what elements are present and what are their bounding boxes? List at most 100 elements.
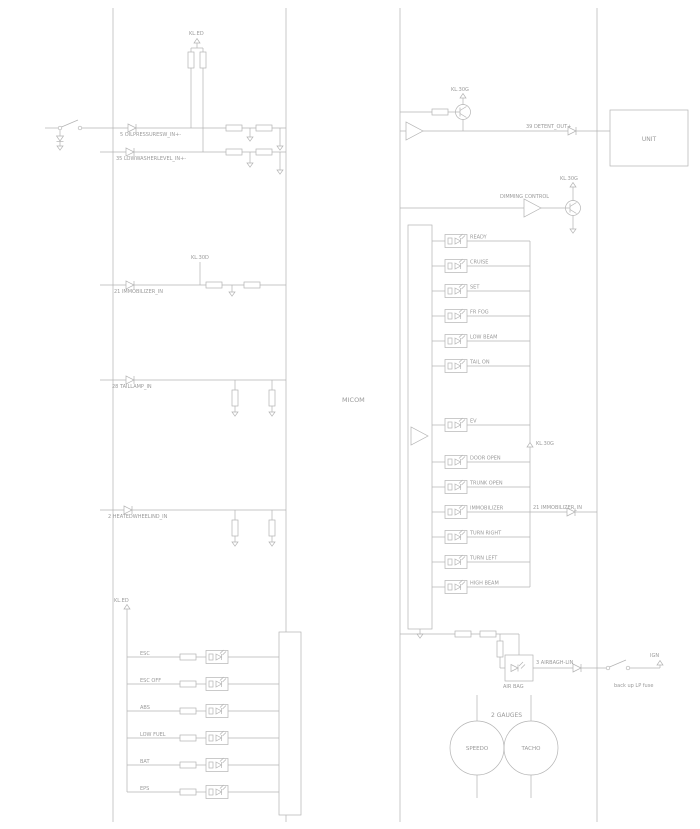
warning-label: BAT <box>140 759 150 765</box>
diode-icon <box>572 663 582 673</box>
resistor-icon <box>187 51 195 69</box>
warning-row <box>127 757 279 772</box>
indicator-label: TURN LEFT <box>469 556 498 562</box>
led-icon <box>444 529 468 544</box>
resistor-icon <box>255 148 273 156</box>
oil-pressure-row <box>45 119 286 151</box>
supply-arrow-icon <box>459 93 467 99</box>
indicator-label: EV <box>470 419 477 425</box>
led-icon <box>444 308 468 323</box>
ground-icon <box>231 541 239 547</box>
ground-icon <box>268 411 276 417</box>
warning-label: ESC OFF <box>140 678 161 684</box>
ground-icon <box>268 541 276 547</box>
resistor-icon <box>255 124 273 132</box>
resistor-icon <box>231 519 239 537</box>
resistor-icon <box>431 108 449 116</box>
led-icon <box>444 554 468 569</box>
indicator-label: TURN RIGHT <box>469 531 502 537</box>
led-icon <box>205 784 229 799</box>
indicator-label: SET <box>470 285 480 291</box>
micom-port-column <box>407 224 433 639</box>
indicator-label: FR FOG <box>470 310 489 316</box>
micom-label: MICOM <box>342 396 365 404</box>
resistor-icon <box>268 389 276 407</box>
diode-icon <box>125 375 135 385</box>
diode-icon <box>125 280 135 290</box>
diode-icon <box>127 123 137 133</box>
led-icon <box>444 417 468 432</box>
switch-icon <box>57 119 83 131</box>
kl-30d-label: KL.30D <box>191 255 209 261</box>
ground-icon <box>569 228 577 234</box>
supply-arrow-icon <box>526 442 534 448</box>
indicator-label: TAIL ON <box>469 360 490 366</box>
warning-row <box>127 676 279 691</box>
resistor-icon <box>243 281 261 289</box>
led-icon <box>205 703 229 718</box>
indicator-row <box>432 579 530 594</box>
airbag-name-label: AIR BAG <box>503 684 524 690</box>
indicator-row <box>432 454 530 469</box>
resistor-icon <box>496 640 504 658</box>
led-icon <box>205 757 229 772</box>
led-icon <box>205 649 229 664</box>
ground-icon <box>246 136 254 142</box>
diode-icon <box>55 135 65 142</box>
led-icon <box>444 333 468 348</box>
resistor-icon <box>179 653 197 661</box>
heated-wheel-label: 2 HEATEDWHEELIND_IN <box>108 514 168 520</box>
unit-box <box>609 109 689 167</box>
ground-icon <box>276 169 284 175</box>
top-pullup-block <box>187 38 207 152</box>
resistor-icon <box>199 51 207 69</box>
indicator-row <box>432 283 530 298</box>
ignition-switch-icon <box>605 659 631 671</box>
washer-level-label: 35 LOWWASHERLEVEL_IN+- <box>116 156 186 162</box>
warning-label: ESC <box>140 651 150 657</box>
washer-level-row <box>100 147 286 175</box>
resistor-icon <box>231 389 239 407</box>
ign-label: IGN <box>650 653 659 659</box>
indicator-row <box>432 308 530 323</box>
warning-row <box>127 703 279 718</box>
resistor-icon <box>268 519 276 537</box>
diode-icon <box>125 147 135 157</box>
airbag-led-box <box>504 654 534 682</box>
supply-arrow-icon <box>123 604 131 610</box>
transistor-icon <box>455 104 471 120</box>
right-bus-lines <box>399 8 598 822</box>
warning-row <box>127 730 279 745</box>
detent-out-block <box>400 93 689 167</box>
indicator-row <box>432 333 530 348</box>
resistor-icon <box>225 148 243 156</box>
airbag-block <box>400 630 664 682</box>
immobilizer-in-row <box>100 262 286 297</box>
dimming-control-block <box>400 182 581 234</box>
indicator-label: IMMOBILIZER <box>470 506 504 512</box>
unit-label: UNIT <box>642 136 657 143</box>
taillamp-label: 28 TAILLAMP_IN <box>112 384 152 390</box>
ground-icon <box>416 633 424 639</box>
resistor-icon <box>205 281 223 289</box>
indicator-row <box>432 504 530 519</box>
led-icon <box>205 730 229 745</box>
resistor-icon <box>179 761 197 769</box>
labels: KL.ED 5 OILPRESSURESW_IN+- 35 LOWWASHERL… <box>108 31 659 792</box>
kl-30g-top-label: KL.30G <box>451 87 469 93</box>
airbag-signal-label: 3 AIRBAGH-LIN <box>536 660 574 666</box>
indicator-row <box>432 233 530 248</box>
buffer-icon <box>523 198 542 218</box>
ground-icon <box>276 145 284 151</box>
detent-out-label: 39 DETENT_OUT+ <box>526 124 571 130</box>
immobilizer-out-label: 21 IMMOBILIZER_IN <box>533 505 582 511</box>
warning-row <box>127 784 279 799</box>
led-icon <box>444 258 468 273</box>
warning-row <box>127 649 279 664</box>
connector-box <box>278 631 302 816</box>
kl-ed-bottom-label: KL.ED <box>114 598 129 604</box>
kl-30g-dimming-label: KL.30G <box>560 176 578 182</box>
indicator-row <box>432 554 530 569</box>
warning-label: LOW FUEL <box>140 732 166 738</box>
